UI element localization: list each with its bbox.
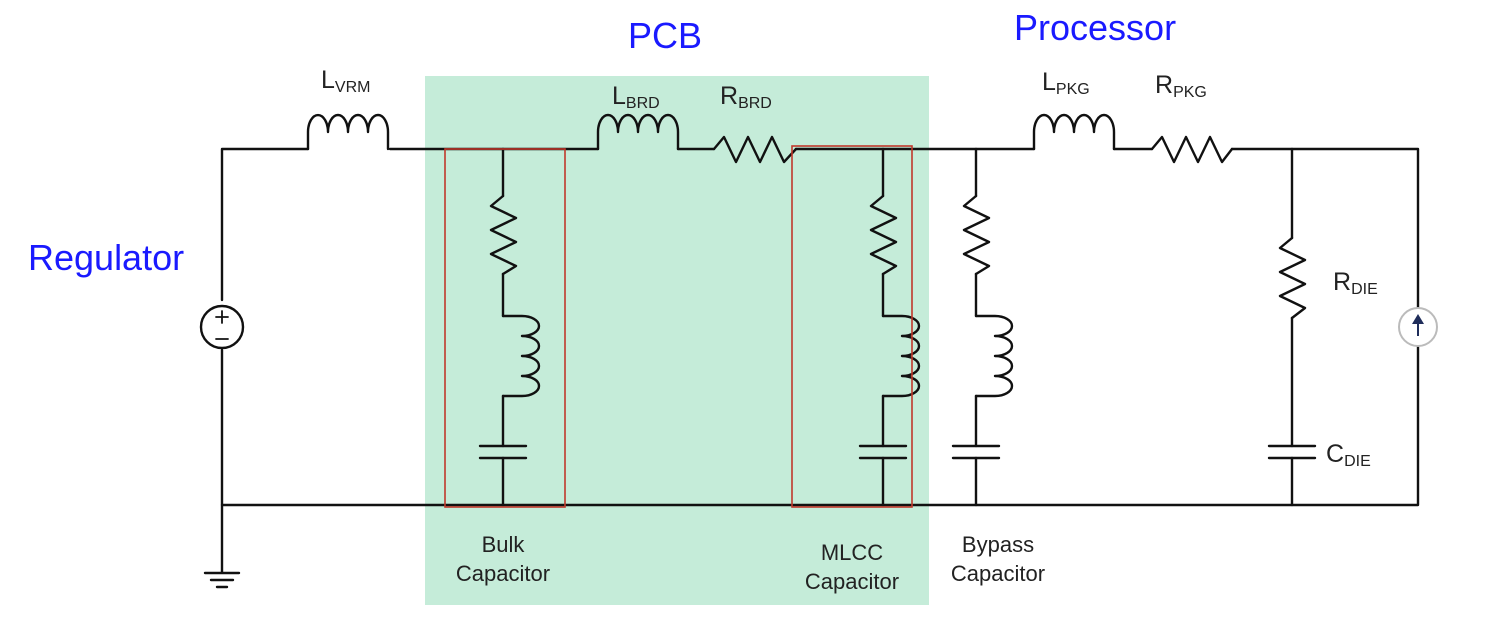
ground-icon (203, 571, 241, 589)
die-branch (1267, 147, 1317, 507)
caption-mlcc-line2: Capacitor (805, 569, 899, 594)
label-l-brd: LBRD (612, 82, 660, 112)
mlcc-capacitor-highlight (791, 145, 913, 508)
pcb-region (425, 76, 929, 605)
label-l-vrm: LVRM (321, 66, 370, 96)
bottom-rail (220, 343, 1420, 574)
caption-bulk-line1: Bulk (482, 532, 526, 557)
resistor-r-brd (712, 135, 798, 164)
current-source-icon (1398, 307, 1438, 347)
label-r-pkg: RPKG (1155, 71, 1207, 101)
processor-label: Processor (1014, 7, 1176, 48)
resistor-r-pkg (1150, 135, 1234, 164)
voltage-source-icon (199, 304, 245, 350)
regulator-label: Regulator (28, 237, 184, 278)
label-r-brd: RBRD (720, 82, 772, 112)
mlcc-capacitor-branch (858, 147, 921, 507)
caption-bypass-line1: Bypass (962, 532, 1034, 557)
inductor-l-pkg (1032, 113, 1116, 151)
top-rail (220, 147, 1420, 310)
caption-bulk-line2: Capacitor (456, 561, 550, 586)
caption-bypass-line2: Capacitor (951, 561, 1045, 586)
bulk-capacitor-highlight (444, 148, 566, 508)
pcb-label: PCB (628, 15, 702, 56)
caption-mlcc-line1: MLCC (821, 540, 883, 565)
label-l-pkg: LPKG (1042, 68, 1090, 98)
bypass-capacitor-branch (951, 147, 1014, 507)
inductor-l-vrm (306, 113, 390, 151)
inductor-l-brd (596, 113, 680, 151)
bulk-capacitor-branch (478, 147, 541, 507)
label-r-die: RDIE (1333, 268, 1378, 298)
label-c-die: CDIE (1326, 440, 1371, 470)
